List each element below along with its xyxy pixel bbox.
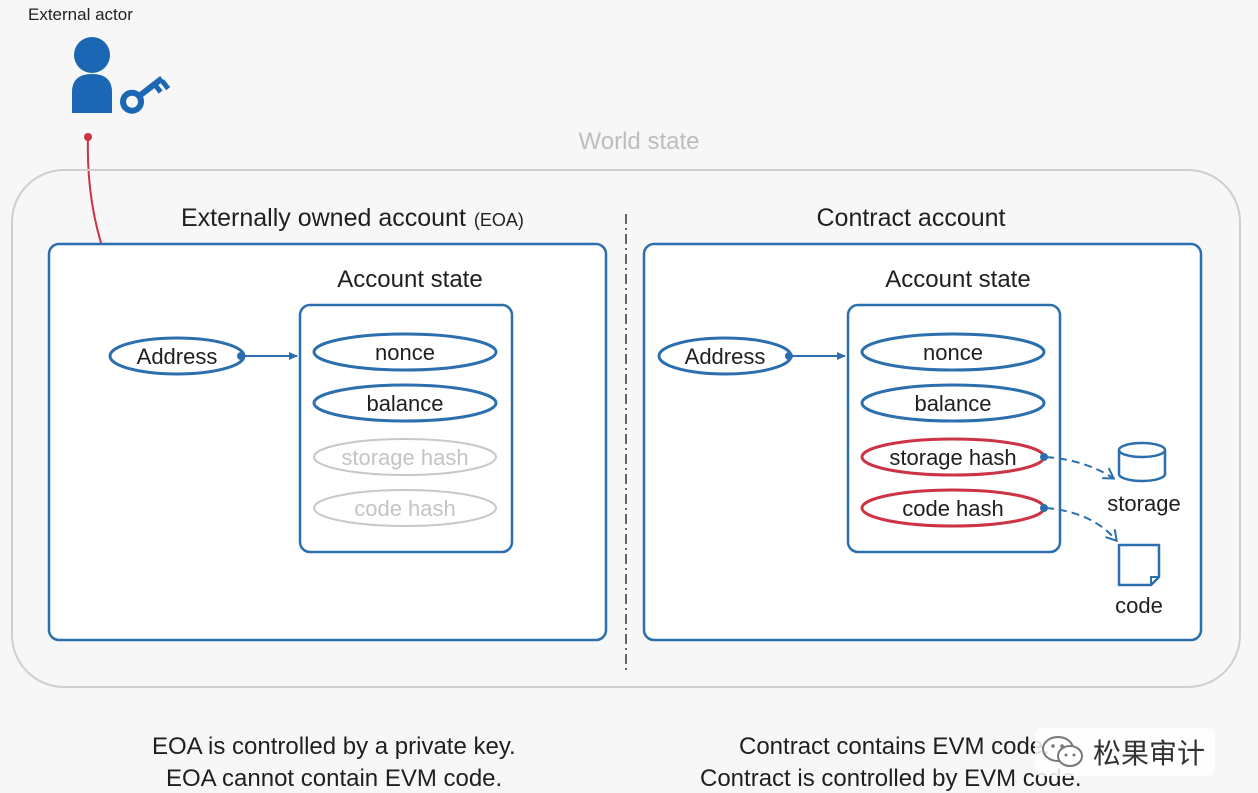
contract-nonce-ellipse xyxy=(860,332,1046,372)
storage-link-dot xyxy=(1040,453,1048,461)
eoa-storage-hash-label: storage hash xyxy=(341,445,468,470)
contract-code-hash-label: code hash xyxy=(902,496,1004,521)
code-label: code xyxy=(1115,593,1163,618)
eoa-nonce-ellipse xyxy=(312,332,498,372)
external-actor-label: External actor xyxy=(28,5,133,24)
eoa-code-hash-label: code hash xyxy=(354,496,456,521)
contract-nonce-label: nonce xyxy=(923,340,983,365)
contract-account-state-title: Account state xyxy=(885,266,1030,293)
key-icon xyxy=(120,75,171,114)
person-icon xyxy=(72,37,112,113)
eoa-nonce-label: nonce xyxy=(375,340,435,365)
contract-balance-ellipse xyxy=(860,383,1046,423)
eoa-address-dot xyxy=(237,352,245,360)
contract-title: Contract account xyxy=(817,204,1006,232)
eoa-account-state-title: Account state xyxy=(337,266,482,293)
eoa-storage-hash-ellipse xyxy=(313,438,497,476)
eoa-balance-label: balance xyxy=(366,391,443,416)
storage-link-arrow xyxy=(1045,456,1116,480)
contract-address-label: Address xyxy=(685,344,766,369)
eoa-balance-ellipse xyxy=(312,383,498,423)
control-link-start-dot xyxy=(84,133,92,141)
world-state-label: World state xyxy=(579,128,700,155)
eoa-caption-line1: EOA is controlled by a private key. xyxy=(152,733,516,760)
storage-label: storage xyxy=(1107,491,1180,516)
code-link-dot xyxy=(1040,504,1048,512)
wechat-icon xyxy=(1042,736,1083,767)
world-state-container xyxy=(11,169,1241,688)
database-icon xyxy=(1117,441,1167,483)
eoa-caption-line2: EOA cannot contain EVM code. xyxy=(166,765,503,792)
eoa-code-hash-ellipse xyxy=(313,489,497,527)
contract-caption-line1: Contract contains EVM code. xyxy=(739,733,1050,760)
contract-caption-line2: Contract is controlled by EVM code. xyxy=(700,765,1082,792)
code-link-arrow xyxy=(1045,507,1118,543)
contract-address-dot xyxy=(785,352,793,360)
eoa-address-label: Address xyxy=(137,344,218,369)
contract-storage-hash-label: storage hash xyxy=(889,445,1016,470)
eoa-title: Externally owned account(EOA) xyxy=(181,204,524,232)
watermark-text: 松果审计 xyxy=(1093,737,1206,770)
contract-balance-label: balance xyxy=(914,391,991,416)
watermark: 松果审计 xyxy=(1035,728,1216,776)
document-icon xyxy=(1117,543,1161,587)
